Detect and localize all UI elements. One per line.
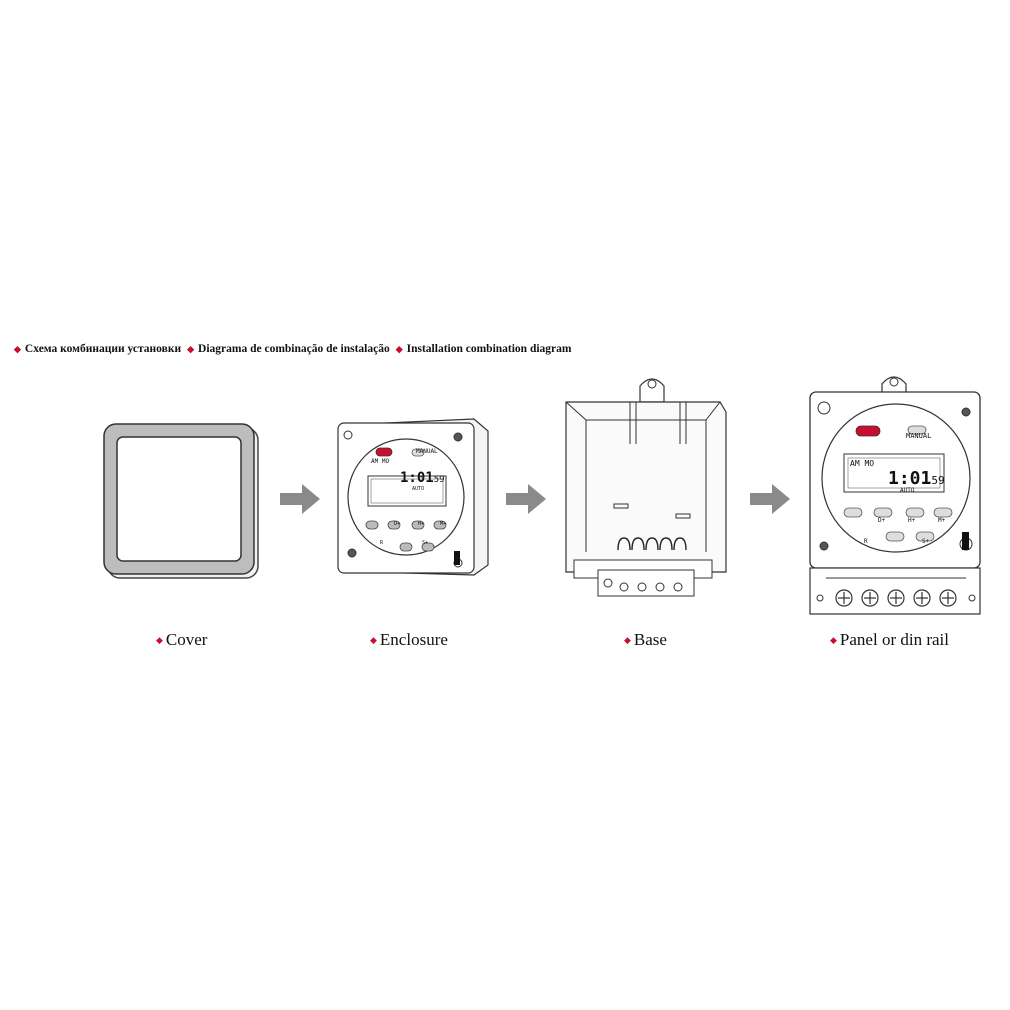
lcd-manual: MANUAL	[906, 432, 932, 440]
button-label-d: D+	[878, 517, 886, 524]
bullet-diamond-icon: ◆	[830, 634, 837, 645]
header-item-english: Installation combination diagram	[406, 343, 572, 355]
lcd-mode: AUTO	[900, 487, 915, 494]
header-item-portuguese: Diagrama de combinação de instalação	[198, 343, 390, 355]
lcd-day: MO	[864, 459, 875, 468]
button-label-s: S+	[422, 540, 429, 546]
panel-din-rail-illustration	[809, 376, 981, 615]
button-label-m: M+	[938, 517, 946, 524]
lcd-am: AM	[850, 459, 860, 468]
caption-enclosure: ◆ Enclosure	[370, 630, 448, 650]
lcd-seconds: 59	[931, 474, 945, 487]
caption-base-label: Base	[633, 630, 667, 649]
lcd-day: MO	[381, 458, 390, 465]
caption-cover-label: Cover	[165, 630, 208, 649]
lcd-time: 1:01	[400, 470, 434, 486]
caption-cover: ◆ Cover	[156, 630, 207, 650]
button-label-h: H+	[908, 517, 916, 524]
lcd-manual: MANUAL	[416, 448, 438, 455]
arrow-right-icon	[750, 484, 790, 514]
caption-enclosure-label: Enclosure	[379, 630, 448, 649]
bullet-diamond-icon: ◆	[14, 343, 21, 354]
arrow-right-icon	[280, 484, 320, 514]
diagram-header: ◆ Схема комбинации установки ◆ Diagrama …	[14, 343, 577, 355]
bullet-diamond-icon: ◆	[370, 634, 377, 645]
button-label-r: R	[380, 540, 384, 546]
enclosure-illustration	[337, 418, 489, 576]
arrow-right-icon	[506, 484, 546, 514]
button-label-d: D+	[394, 521, 401, 527]
button-label-s: S+	[922, 538, 930, 545]
lcd-mode: AUTO	[412, 486, 425, 492]
button-label-m: M+	[440, 521, 447, 527]
lcd-seconds: 59	[433, 475, 445, 485]
lcd-am: AM	[371, 458, 379, 465]
bullet-diamond-icon: ◆	[187, 343, 195, 354]
cover-illustration	[103, 423, 259, 579]
bullet-diamond-icon: ◆	[395, 343, 403, 354]
lcd-time: 1:01	[888, 468, 932, 489]
base-illustration	[565, 378, 727, 597]
bullet-diamond-icon: ◆	[624, 634, 631, 645]
bullet-diamond-icon: ◆	[156, 634, 163, 645]
caption-panel-din-rail: ◆ Panel or din rail	[830, 630, 949, 650]
button-label-h: H+	[418, 521, 425, 527]
caption-base: ◆ Base	[624, 630, 667, 650]
header-item-russian: Схема комбинации установки	[24, 343, 182, 355]
caption-panel-label: Panel or din rail	[839, 630, 949, 649]
button-label-r: R	[864, 538, 868, 545]
